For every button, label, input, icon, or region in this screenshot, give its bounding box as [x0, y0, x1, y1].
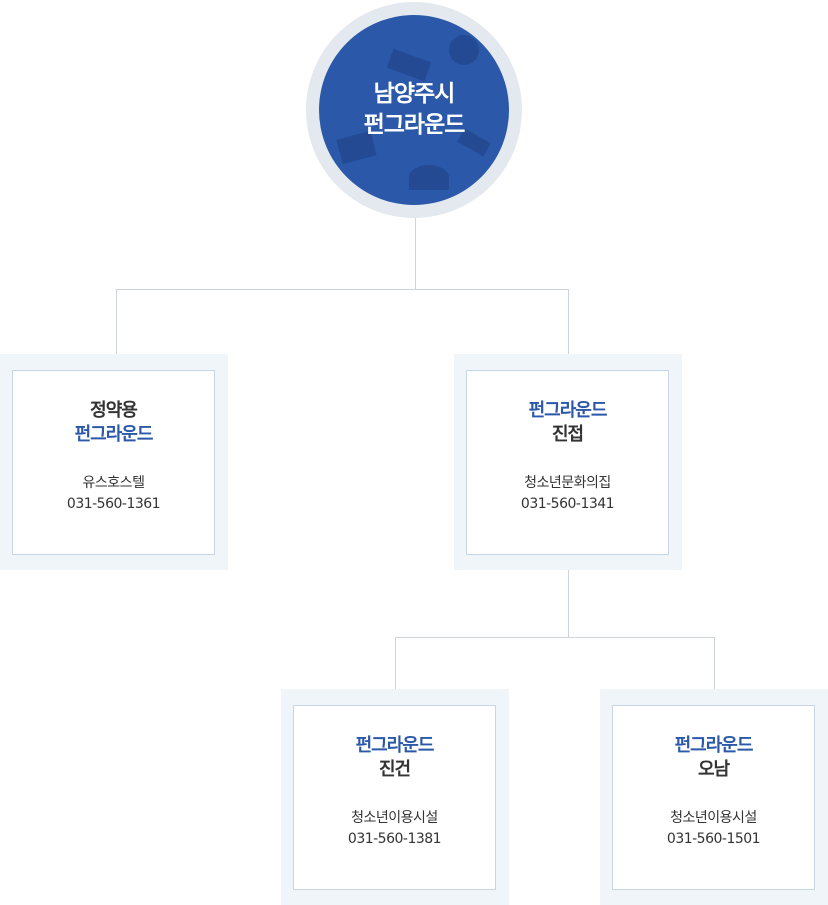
connector: [568, 569, 569, 638]
node-title: 펀그라운드: [674, 735, 754, 756]
node-title: 펀그라운드: [355, 735, 435, 756]
node-onam: 펀그라운드 오남 청소년이용시설 031-560-1501: [600, 689, 828, 905]
node-jinjeop: 펀그라운드 진접 청소년문화의집 031-560-1341: [454, 354, 682, 570]
node-jingeon: 펀그라운드 진건 청소년이용시설 031-560-1381: [281, 689, 509, 905]
connector: [415, 218, 416, 290]
root-title-line1: 남양주시: [373, 81, 456, 107]
connector: [116, 289, 569, 290]
connector: [395, 637, 396, 689]
node-facility: 유스호스텔: [82, 475, 145, 491]
connector: [568, 289, 569, 354]
node-title: 펀그라운드: [528, 400, 608, 421]
node-title: 진접: [551, 424, 584, 445]
node-phone: 031-560-1381: [347, 831, 442, 847]
node-title: 오남: [697, 759, 730, 780]
root-circle: 남양주시 펀그라운드: [319, 15, 509, 205]
node-facility: 청소년이용시설: [351, 810, 438, 826]
node-title: 진건: [378, 759, 411, 780]
connector: [714, 637, 715, 689]
node-phone: 031-560-1501: [666, 831, 761, 847]
connector: [116, 289, 117, 354]
root-node: 남양주시 펀그라운드: [306, 2, 522, 218]
node-phone: 031-560-1361: [66, 496, 161, 512]
connector: [395, 637, 715, 638]
node-phone: 031-560-1341: [520, 496, 615, 512]
node-jeongyakyong: 정약용 펀그라운드 유스호스텔 031-560-1361: [0, 354, 228, 570]
node-facility: 청소년문화의집: [524, 475, 611, 491]
node-facility: 청소년이용시설: [670, 810, 757, 826]
node-title: 펀그라운드: [74, 424, 154, 445]
root-title-line2: 펀그라운드: [363, 112, 466, 138]
node-title: 정약용: [90, 400, 138, 421]
